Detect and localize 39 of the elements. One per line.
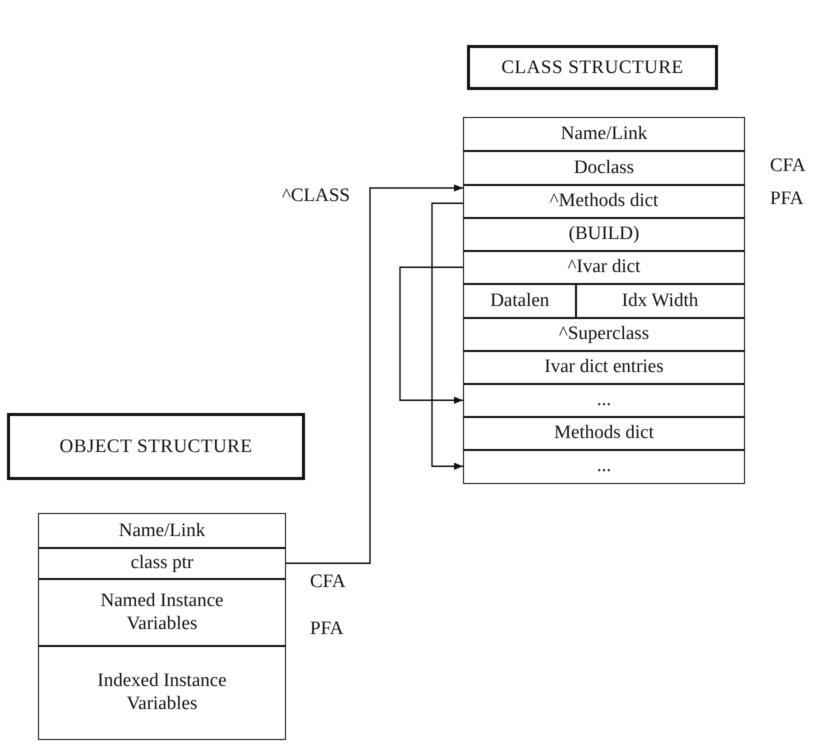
table-cell (38, 513, 286, 548)
arrow (399, 266, 463, 404)
cell-text: Indexed Instance Variables (96, 668, 228, 716)
heading-box (7, 413, 305, 480)
table-cell (463, 383, 745, 418)
cell-text: Idx Width (620, 288, 700, 313)
cell-text: ... (596, 454, 612, 478)
cell-text: ^Ivar dict (566, 255, 642, 280)
cell-text: Methods dict (553, 421, 655, 446)
cell-text: (BUILD) (568, 222, 640, 246)
table-cell (38, 547, 286, 580)
cell-text: ... (596, 388, 612, 412)
cell-text: CLASS STRUCTURE (500, 56, 685, 80)
table-cell (463, 317, 745, 352)
table-cell (463, 150, 745, 186)
cell-text: ^Methods dict (548, 189, 660, 214)
table-cell (463, 283, 576, 318)
cell-text: class ptr (130, 551, 194, 576)
table-cell (38, 578, 286, 646)
arrow (286, 184, 463, 564)
arrow (431, 202, 463, 470)
cell-text: OBJECT STRUCTURE (58, 434, 254, 458)
cell-text: Named Instance Variables (100, 588, 224, 636)
cell-text: Ivar dict entries (543, 355, 665, 380)
table-cell (463, 350, 745, 384)
table-cell (463, 217, 745, 252)
cell-text: Name/Link (118, 518, 206, 543)
table-cell (463, 250, 745, 284)
cell-text: ^Superclass (558, 322, 650, 346)
table-cell (575, 283, 745, 318)
table-cell (463, 449, 745, 484)
table-cell (463, 184, 745, 218)
table-cell (463, 117, 745, 152)
heading-box (467, 45, 718, 90)
table-cell (38, 645, 286, 740)
cell-text: Doclass (572, 156, 636, 180)
cell-text: Datalen (489, 288, 550, 313)
table-cell (463, 416, 745, 450)
cell-text: Name/Link (560, 122, 648, 146)
